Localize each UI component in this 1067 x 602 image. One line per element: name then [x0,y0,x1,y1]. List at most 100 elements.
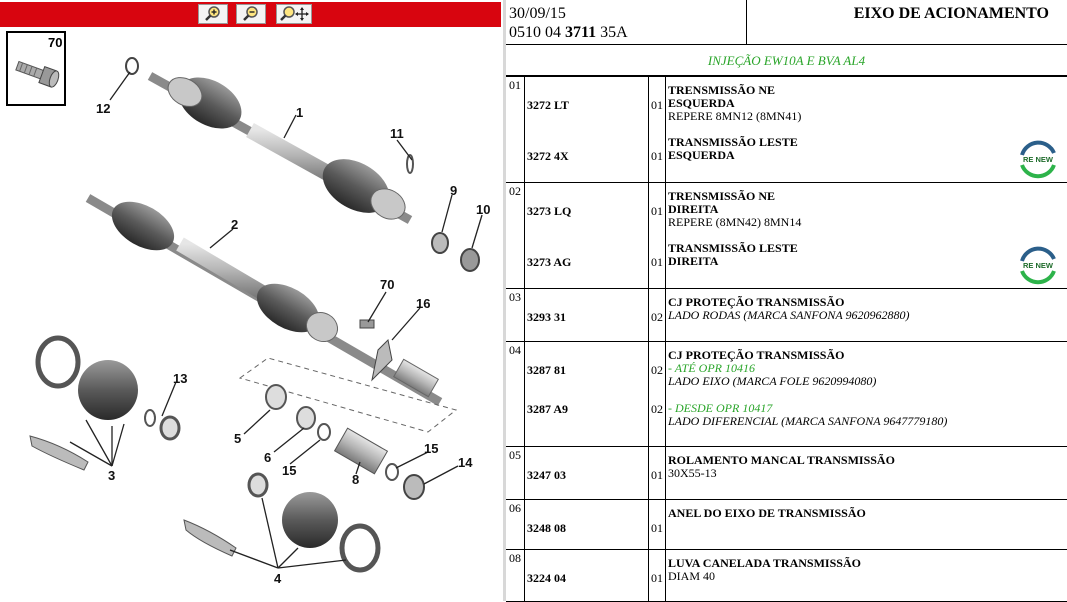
callout-5: 5 [234,431,241,446]
quantity: 01 [651,149,663,163]
column-divider [524,77,525,182]
part-row[interactable]: 04 3287 81 02 CJ PROTEÇÃO TRANSMISSÃO- ATÉ … [506,342,1067,447]
part-name: LUVA CANELADA TRANSMISSÃO [668,556,861,570]
page-title: EIXO DE ACIONAMENTO [853,5,1049,22]
exploded-parts-diagram: 12 1 11 9 10 2 70 16 13 5 6 15 8 15 14 3… [29,57,490,586]
row-index: 03 [509,290,521,304]
column-divider [524,447,525,499]
part-number[interactable]: 3248 08 [527,521,566,535]
panel-divider[interactable] [503,0,506,601]
washer-9[interactable] [431,232,449,254]
column-divider [665,289,666,341]
quantity: 01 [651,98,663,112]
column-divider [524,500,525,549]
bolt-70[interactable] [359,319,375,329]
column-divider [665,183,666,288]
part-name: ESQUERDA [668,148,735,162]
nut-10[interactable] [460,248,480,272]
part-name: TRENSMISSÃO NE [668,189,776,203]
column-divider [524,289,525,341]
column-divider [648,447,649,499]
callout-4: 4 [274,571,282,586]
ring-14[interactable] [125,57,139,75]
sleeve-8[interactable] [333,427,389,475]
header-code: 0510 04 3711 35A [509,24,628,41]
part-number[interactable]: 3293 31 [527,310,566,324]
ring-6[interactable] [296,406,316,430]
renew-badge-text: RE NEW [1023,261,1054,270]
callout-14: 12 [96,101,110,116]
quantity: 01 [651,255,663,269]
bracket-16[interactable] [371,338,393,382]
renew-badge-text: RE NEW [1023,155,1054,164]
boot-kit-4[interactable] [183,472,381,573]
part-note: REPERE 8MN12 (8MN41) [668,109,802,123]
part-note: - ATÉ OPR 10416 [668,361,755,375]
callout-12: 14 [458,455,473,470]
drive-shaft-left[interactable] [147,67,413,225]
part-description: ANEL DO EIXO DE TRANSMISSÃO [668,507,1008,520]
row-index: 04 [509,343,521,357]
part-number[interactable]: 3273 LQ [527,204,572,218]
parts-list-panel: 30/09/15 0510 04 3711 35A EIXO DE ACIONA… [506,0,1067,602]
row-index: 08 [509,551,521,565]
pan-icon [280,6,309,21]
zoom-out-button[interactable] [236,4,266,24]
zoom-in-icon [205,6,220,21]
part-name: TRENSMISSÃO NE [668,83,776,97]
callout-15b: 15 [424,441,438,456]
part-number[interactable]: 3273 AG [527,255,572,269]
part-name: CJ PROTEÇÃO TRANSMISSÃO [668,348,845,362]
quantity: 01 [651,571,663,585]
quantity: 01 [651,204,663,218]
part-number[interactable]: 3272 LT [527,98,569,112]
pan-button[interactable] [276,4,312,24]
column-divider [665,550,666,601]
page-subtitle: INJEÇÃO EW10A E BVA AL4 [506,47,1067,77]
bolt-thumbnail[interactable]: 70 [6,31,66,106]
thumbnail-label: 70 [48,35,63,50]
part-number[interactable]: 3224 04 [527,571,566,585]
callout-10: 10 [476,202,490,217]
quantity: 02 [651,310,663,324]
circlip-15[interactable] [317,423,331,441]
renew-logo-icon: RE NEW [1020,140,1056,179]
part-number[interactable]: 3272 4X [527,149,569,163]
quantity: 02 [651,363,663,377]
header-info: 30/09/15 0510 04 3711 35A [506,0,747,45]
part-name: ROLAMENTO MANCAL TRANSMISSÃO [668,453,895,467]
zoom-in-button[interactable] [198,4,228,24]
bearing-5[interactable] [265,384,287,410]
part-name: CJ PROTEÇÃO TRANSMISSÃO [668,295,845,309]
drive-shaft-right[interactable] [85,192,443,406]
column-divider [648,77,649,182]
renew-badge: RE NEW [1016,243,1060,287]
callout-13: 13 [173,371,187,386]
boot-kit-3[interactable] [29,335,181,471]
pin-11[interactable] [406,154,414,174]
column-divider [665,342,666,446]
quantity: 02 [651,402,663,416]
part-number[interactable]: 3287 A9 [527,402,569,416]
column-divider [648,500,649,549]
nut-12[interactable] [403,474,425,500]
part-note: DIAM 40 [668,569,715,583]
header-date: 30/09/15 [509,5,566,22]
part-name: TRANSMISSÃO LESTE [668,241,798,255]
part-number[interactable]: 3247 03 [527,468,566,482]
part-note: 30X55-13 [668,466,717,480]
part-number[interactable]: 3287 81 [527,363,566,377]
callout-2: 2 [231,217,238,232]
